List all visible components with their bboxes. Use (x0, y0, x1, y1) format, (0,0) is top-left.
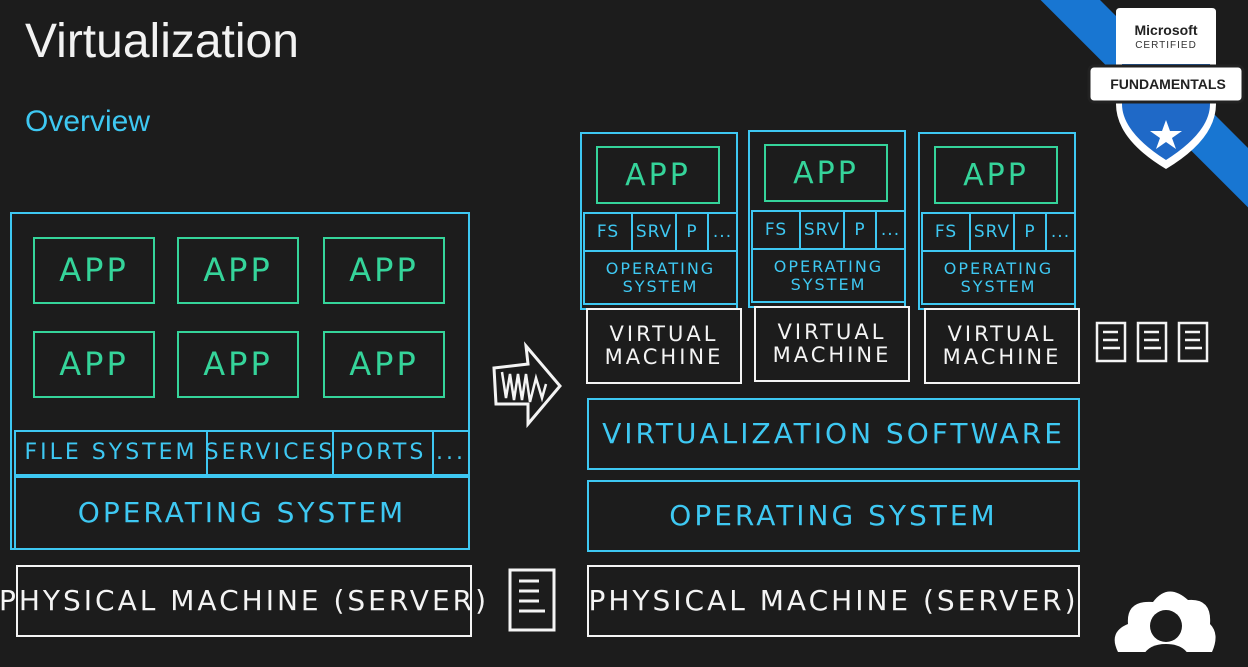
vm-fs-cell: FS (583, 212, 633, 252)
vm-p-cell: P (843, 210, 877, 250)
vm-os-line1: OPERATING (605, 258, 716, 278)
server-icon (1136, 321, 1168, 363)
ellipsis-cell: ... (432, 430, 470, 476)
page-title: Virtualization (25, 15, 299, 68)
vm-app-box: APP (934, 146, 1058, 204)
vm-p-cell: P (1013, 212, 1047, 252)
virtualization-software-layer: VIRTUALIZATION SOFTWARE (587, 398, 1080, 470)
cloud-avatar-logo (1114, 591, 1216, 667)
vm-label-line1: VIRTUAL (777, 319, 887, 344)
services-cell: SERVICES (205, 430, 334, 476)
app-box: APP (33, 237, 155, 304)
vm-label-line2: MACHINE (604, 345, 724, 369)
right-operating-system: OPERATING SYSTEM (587, 480, 1080, 552)
vm-app-box: APP (764, 144, 888, 202)
page-subtitle: Overview (25, 105, 151, 138)
vm-os-line1: OPERATING (773, 256, 884, 276)
vm-more-cell: ... (1045, 212, 1076, 252)
certification-badge (1087, 8, 1245, 169)
server-icon (508, 568, 556, 632)
server-icons-group (1095, 321, 1209, 363)
virtual-machine-box: VIRTUAL MACHINE (924, 308, 1080, 384)
vm-operating-system: OPERATING SYSTEM (921, 250, 1076, 305)
vm-srv-cell: SRV (631, 212, 677, 252)
app-box: APP (33, 331, 155, 398)
left-operating-system: OPERATING SYSTEM (14, 476, 470, 550)
vm-more-cell: ... (875, 210, 906, 250)
server-icon (1095, 321, 1127, 363)
right-physical-machine: PHYSICAL MACHINE (SERVER) (587, 565, 1080, 637)
ports-cell: PORTS (332, 430, 434, 476)
star-icon (1150, 120, 1182, 149)
vm-os-line1: OPERATING (943, 258, 1054, 278)
badge-brand: Microsoft (1134, 22, 1198, 38)
vm-label-line1: VIRTUAL (609, 321, 719, 346)
app-box: APP (323, 331, 445, 398)
vm-app-box: APP (596, 146, 720, 204)
vm-srv-cell: SRV (799, 210, 845, 250)
vm-os-line2: SYSTEM (622, 276, 699, 296)
vm-label-line2: MACHINE (942, 345, 1062, 369)
arrow-right-icon (492, 341, 562, 429)
vm-fs-cell: FS (751, 210, 801, 250)
app-box: APP (177, 331, 299, 398)
vm-srv-cell: SRV (969, 212, 1015, 252)
left-physical-machine: PHYSICAL MACHINE (SERVER) (0, 565, 486, 637)
vm-label-line2: MACHINE (772, 343, 892, 367)
app-box: APP (323, 237, 445, 304)
virtual-machine-box: VIRTUAL MACHINE (586, 308, 742, 384)
vm-p-cell: P (675, 212, 709, 252)
vm-os-line2: SYSTEM (960, 276, 1037, 296)
virtual-machine-box: VIRTUAL MACHINE (754, 306, 910, 382)
badge-certified: CERTIFIED (1135, 40, 1197, 51)
vm-more-cell: ... (707, 212, 738, 252)
vm-fs-cell: FS (921, 212, 971, 252)
vm-os-line2: SYSTEM (790, 274, 867, 294)
badge-level: FUNDAMENTALS (1110, 76, 1226, 92)
vm-operating-system: OPERATING SYSTEM (751, 248, 906, 303)
app-box: APP (177, 237, 299, 304)
server-icon (1177, 321, 1209, 363)
vm-operating-system: OPERATING SYSTEM (583, 250, 738, 305)
file-system-cell: FILE SYSTEM (14, 430, 208, 476)
vm-label-line1: VIRTUAL (947, 321, 1057, 346)
